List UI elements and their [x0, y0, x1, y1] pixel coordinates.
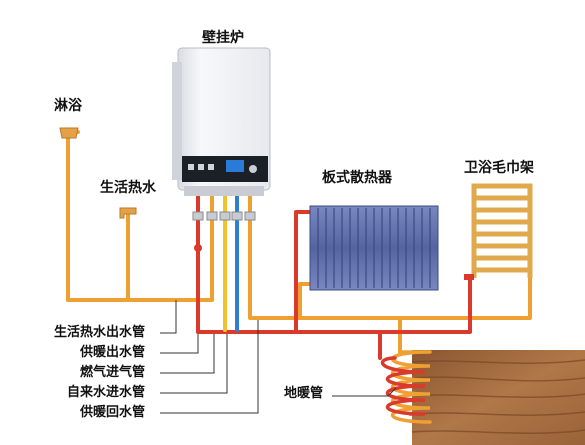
- legend-heating-supply: 供暖出水管: [80, 345, 146, 360]
- hot-water-outlet-pipe: [66, 130, 214, 302]
- boiler-side: [172, 62, 182, 180]
- boiler-valves: [192, 211, 256, 252]
- boiler-display: [226, 160, 244, 172]
- shower-head: [59, 127, 79, 139]
- floor-heating-panel: [411, 350, 585, 445]
- tap-shape: [119, 207, 137, 219]
- wall-boiler: [172, 47, 271, 196]
- boiler-button: [198, 164, 204, 170]
- legend-hot-water-outlet: 生活热水出水管: [54, 325, 146, 340]
- floor-coil-return: [391, 350, 432, 424]
- heating-supply-pipe: [196, 194, 382, 360]
- legend-cold-water-inlet: 自来水进水管: [67, 385, 146, 400]
- floor-heating-label: 地暖管: [284, 386, 324, 401]
- heating-return-pipe: [248, 194, 402, 354]
- wood-floor: [412, 350, 585, 445]
- boiler-label: 壁挂炉: [202, 30, 244, 46]
- towel-rack: [471, 183, 533, 278]
- shower-head-shape: [59, 127, 79, 139]
- radiator-fins: [317, 208, 431, 288]
- legend-leaders: [160, 300, 397, 414]
- radiator-label: 板式散热器: [322, 170, 392, 186]
- panel-radiator: [309, 205, 439, 291]
- valve-4: [231, 211, 243, 221]
- valve-2: [206, 211, 218, 221]
- legend-heating-return: 供暖回水管: [80, 405, 146, 420]
- towel-return-branch: [398, 272, 532, 320]
- boiler-button: [208, 164, 214, 170]
- valve-1: [192, 211, 204, 221]
- shower-label: 淋浴: [54, 98, 82, 114]
- valve-3: [219, 211, 231, 221]
- towel-valve: [464, 274, 474, 280]
- boiler-bottom: [184, 186, 264, 196]
- wood-grain: [411, 359, 585, 434]
- boiler-button: [188, 164, 194, 170]
- floor-heating-coil: [380, 350, 432, 424]
- valve-5: [244, 211, 256, 221]
- floor-coil-supply: [380, 356, 426, 416]
- legend-gas-inlet: 燃气进气管: [80, 365, 146, 380]
- valve-knob: [194, 244, 202, 252]
- towel-rack-label: 卫浴毛巾架: [464, 160, 534, 176]
- towel-supply-branch: [378, 278, 472, 334]
- hot-water-label: 生活热水: [100, 180, 156, 196]
- boiler-knob: [249, 165, 257, 173]
- hot-water-tap: [119, 207, 137, 219]
- radiator-supply-branch: [294, 210, 312, 334]
